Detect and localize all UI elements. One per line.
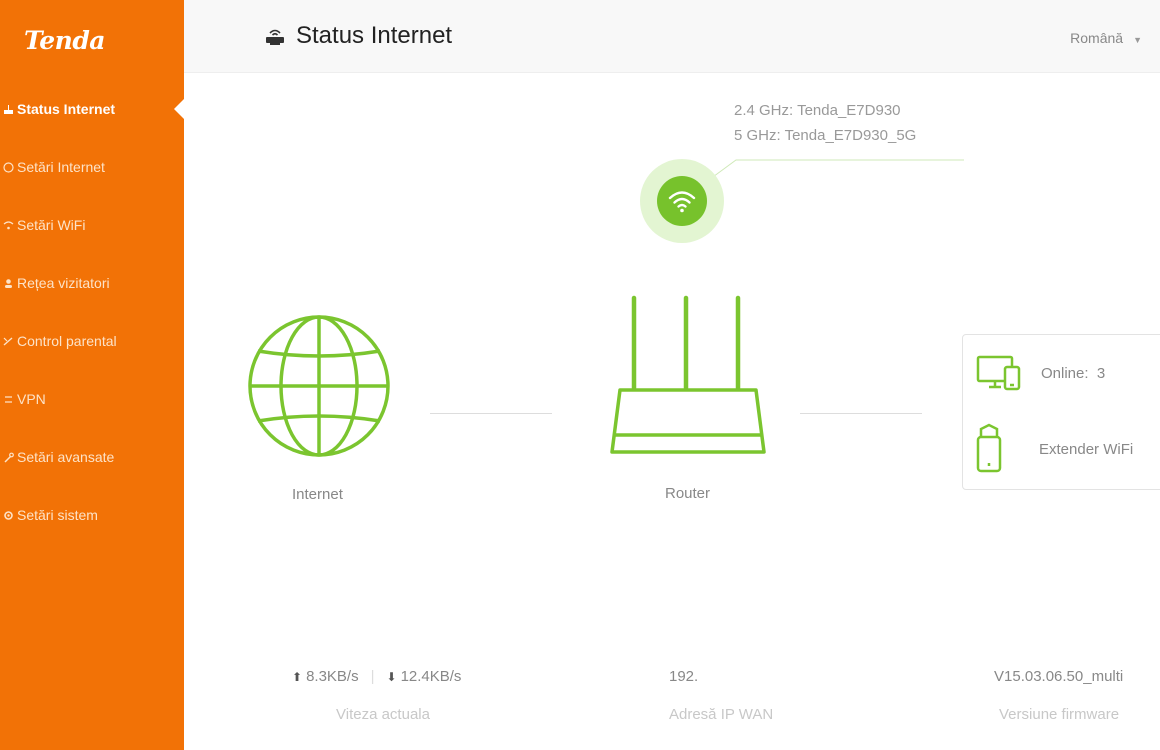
guest-icon: [2, 277, 14, 289]
firmware-version-label: Versiune firmware: [999, 706, 1120, 723]
sidebar-item-retea-vizitatori[interactable]: Rețea vizitatori: [0, 254, 184, 312]
wifi-ssid-info: 2.4 GHz: Tenda_E7D930 5 GHz: Tenda_E7D93…: [734, 98, 916, 148]
sidebar-item-setari-avansate[interactable]: Setări avansate: [0, 428, 184, 486]
wifi-extender-row[interactable]: Extender WiFi: [975, 423, 1133, 475]
wifi-icon: [668, 191, 696, 213]
sidebar-item-label: Setări Internet: [17, 159, 105, 175]
tenda-logo: Tenda: [24, 26, 106, 55]
language-selector[interactable]: Română ▼: [1070, 30, 1142, 46]
download-speed: 12.4KB/s: [400, 668, 462, 685]
language-label: Română: [1070, 30, 1124, 46]
sidebar-item-label: Control parental: [17, 333, 117, 349]
online-devices-row[interactable]: Online: 3: [975, 353, 1105, 393]
wifi-extender-icon: [976, 423, 1002, 473]
speed-separator: |: [370, 668, 375, 685]
wifi-icon: [2, 219, 14, 231]
router-icon: [2, 103, 14, 115]
devices-card: Online: 3 Extender WiFi: [962, 334, 1160, 490]
upload-speed: 8.3KB/s: [306, 668, 359, 685]
upload-arrow-icon: ⬆: [292, 669, 303, 684]
download-arrow-icon: ⬇: [386, 669, 397, 684]
sidebar-item-label: VPN: [17, 391, 46, 407]
sidebar-nav: Status Internet Setări Internet Setări W…: [0, 80, 184, 544]
online-count: 3: [1096, 364, 1106, 382]
router-icon: [264, 26, 286, 46]
tools-icon: [2, 451, 14, 463]
caret-down-icon: ▼: [1133, 35, 1142, 45]
router-icon: [610, 295, 766, 454]
globe-icon: [2, 161, 14, 173]
devices-icon: [976, 355, 1021, 391]
wan-ip-value: 192.: [669, 668, 699, 685]
router-label: Router: [665, 485, 711, 502]
sidebar: Tenda Status Internet Setări Internet Se…: [0, 0, 184, 750]
parental-icon: [2, 335, 14, 347]
sidebar-item-label: Setări WiFi: [17, 217, 86, 233]
page-title-text: Status Internet: [296, 22, 453, 49]
sidebar-item-label: Setări sistem: [17, 507, 98, 523]
connection-line-router-devices: [800, 413, 922, 414]
connection-line-internet-router: [430, 413, 552, 414]
sidebar-item-vpn[interactable]: VPN: [0, 370, 184, 428]
wan-ip-label: Adresă IP WAN: [669, 706, 774, 723]
globe-icon: [248, 315, 390, 457]
sidebar-item-control-parental[interactable]: Control parental: [0, 312, 184, 370]
wifi-status-button[interactable]: [640, 159, 724, 243]
wifi-badge-inner: [657, 176, 707, 226]
router-node[interactable]: [606, 292, 770, 463]
internet-label: Internet: [292, 486, 343, 503]
wifi-5ghz-ssid: 5 GHz: Tenda_E7D930_5G: [734, 127, 917, 144]
sidebar-item-setari-internet[interactable]: Setări Internet: [0, 138, 184, 196]
wifi-callout-line: [701, 159, 964, 186]
current-speed-values: ⬆ 8.3KB/s | ⬇ 12.4KB/s: [292, 668, 461, 685]
online-devices-text: Online: 3: [1041, 364, 1106, 382]
system-icon: [2, 509, 14, 521]
wifi-24ghz-ssid: 2.4 GHz: Tenda_E7D930: [734, 102, 901, 119]
sidebar-item-label: Status Internet: [17, 101, 116, 117]
sidebar-item-setari-sistem[interactable]: Setări sistem: [0, 486, 184, 544]
sidebar-item-status-internet[interactable]: Status Internet: [0, 80, 184, 138]
internet-node[interactable]: [246, 313, 392, 464]
firmware-version-value: V15.03.06.50_multi: [994, 668, 1124, 685]
sidebar-item-setari-wifi[interactable]: Setări WiFi: [0, 196, 184, 254]
wifi-extender-label: Extender WiFi: [1039, 440, 1134, 458]
top-header: Status Internet Română ▼: [184, 0, 1160, 73]
vpn-icon: [2, 393, 14, 405]
sidebar-item-label: Setări avansate: [17, 449, 115, 465]
sidebar-item-label: Rețea vizitatori: [17, 275, 110, 291]
page-title: Status Internet: [264, 22, 452, 50]
current-speed-label: Viteza actuala: [336, 706, 430, 723]
